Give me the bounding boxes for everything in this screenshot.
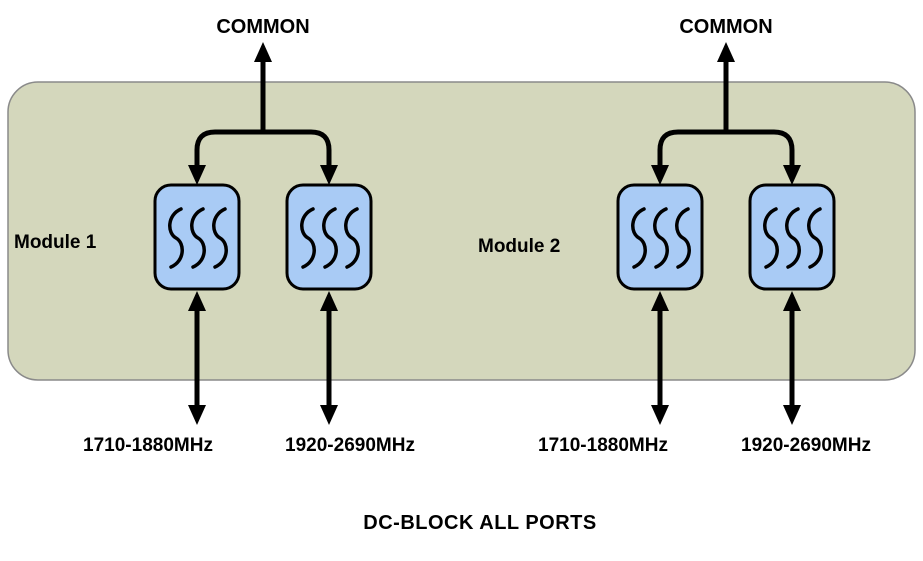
port-label-m1-low: 1710-1880MHz: [83, 435, 213, 456]
port-label-m1-high: 1920-2690MHz: [285, 435, 415, 456]
module2-label: Module 2: [478, 236, 560, 257]
module1-label: Module 1: [14, 232, 97, 253]
dc-block-note: DC-BLOCK ALL PORTS: [363, 512, 596, 534]
common-label-module2: COMMON: [679, 16, 772, 38]
port-label-m2-low: 1710-1880MHz: [538, 435, 668, 456]
port-label-m2-high: 1920-2690MHz: [741, 435, 871, 456]
enclosure-outline: [7, 81, 916, 381]
common-label-module1: COMMON: [216, 16, 309, 38]
enclosure-box: [8, 82, 915, 380]
